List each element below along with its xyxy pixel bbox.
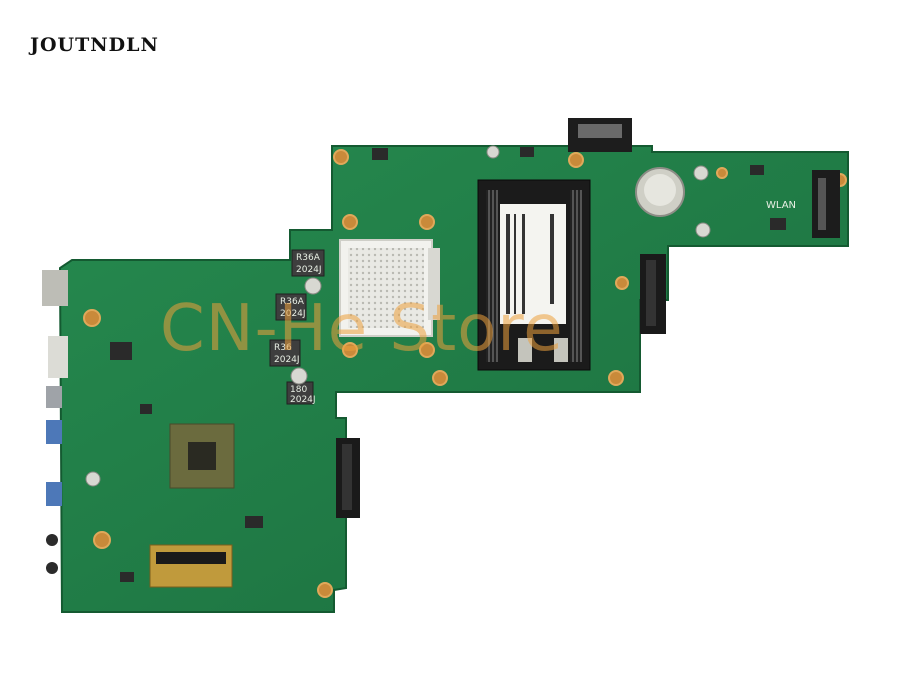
small-components bbox=[110, 147, 786, 582]
card-reader bbox=[149, 544, 233, 588]
chipset bbox=[169, 423, 235, 489]
ram-slot bbox=[477, 179, 591, 371]
inductor-sublabel-4: 2024J bbox=[290, 395, 316, 405]
sata-connector-2 bbox=[640, 254, 666, 334]
power-connector bbox=[568, 118, 632, 152]
inductor-label-4: 180 bbox=[290, 385, 307, 395]
wlan-slot bbox=[812, 170, 840, 238]
cmos-battery bbox=[635, 167, 685, 217]
side-ports bbox=[42, 270, 68, 574]
capacitors bbox=[85, 145, 711, 487]
cpu-socket bbox=[339, 239, 440, 337]
inductor-label-2: R36A bbox=[280, 297, 305, 307]
inductor-label-3: R36 bbox=[274, 343, 292, 353]
inductor-label-1: R36A bbox=[296, 253, 321, 263]
inductor-sublabel-1: 2024J bbox=[296, 265, 322, 275]
brand-title: JOUTNDLN bbox=[30, 34, 159, 56]
pcb-board bbox=[58, 145, 849, 613]
sata-connector-1 bbox=[336, 438, 360, 518]
inductor-sublabel-2: 2024J bbox=[280, 309, 306, 319]
wlan-label: WLAN bbox=[766, 200, 796, 211]
inductor-sublabel-3: 2024J bbox=[274, 355, 300, 365]
